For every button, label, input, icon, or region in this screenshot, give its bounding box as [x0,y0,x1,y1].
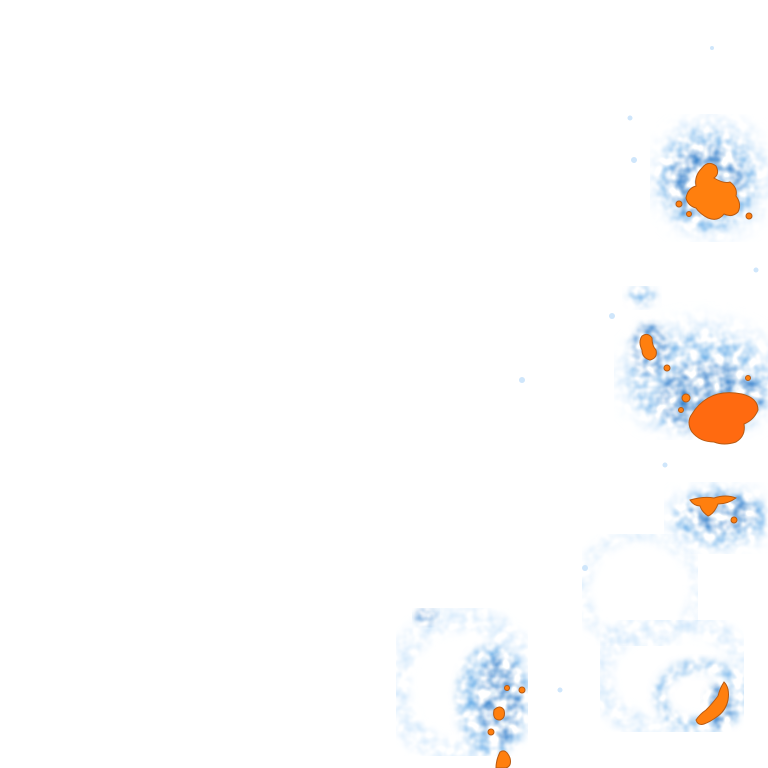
scattered-specks [519,46,759,693]
upper-right-peak [675,162,753,220]
bottom-center-peak [487,685,526,768]
bottom-center-ring [383,605,541,767]
middle-right-peak [639,333,759,445]
lower-right-small-peak [689,495,738,524]
bottom-right-peak [695,681,729,725]
faint-center-ring [574,526,706,654]
